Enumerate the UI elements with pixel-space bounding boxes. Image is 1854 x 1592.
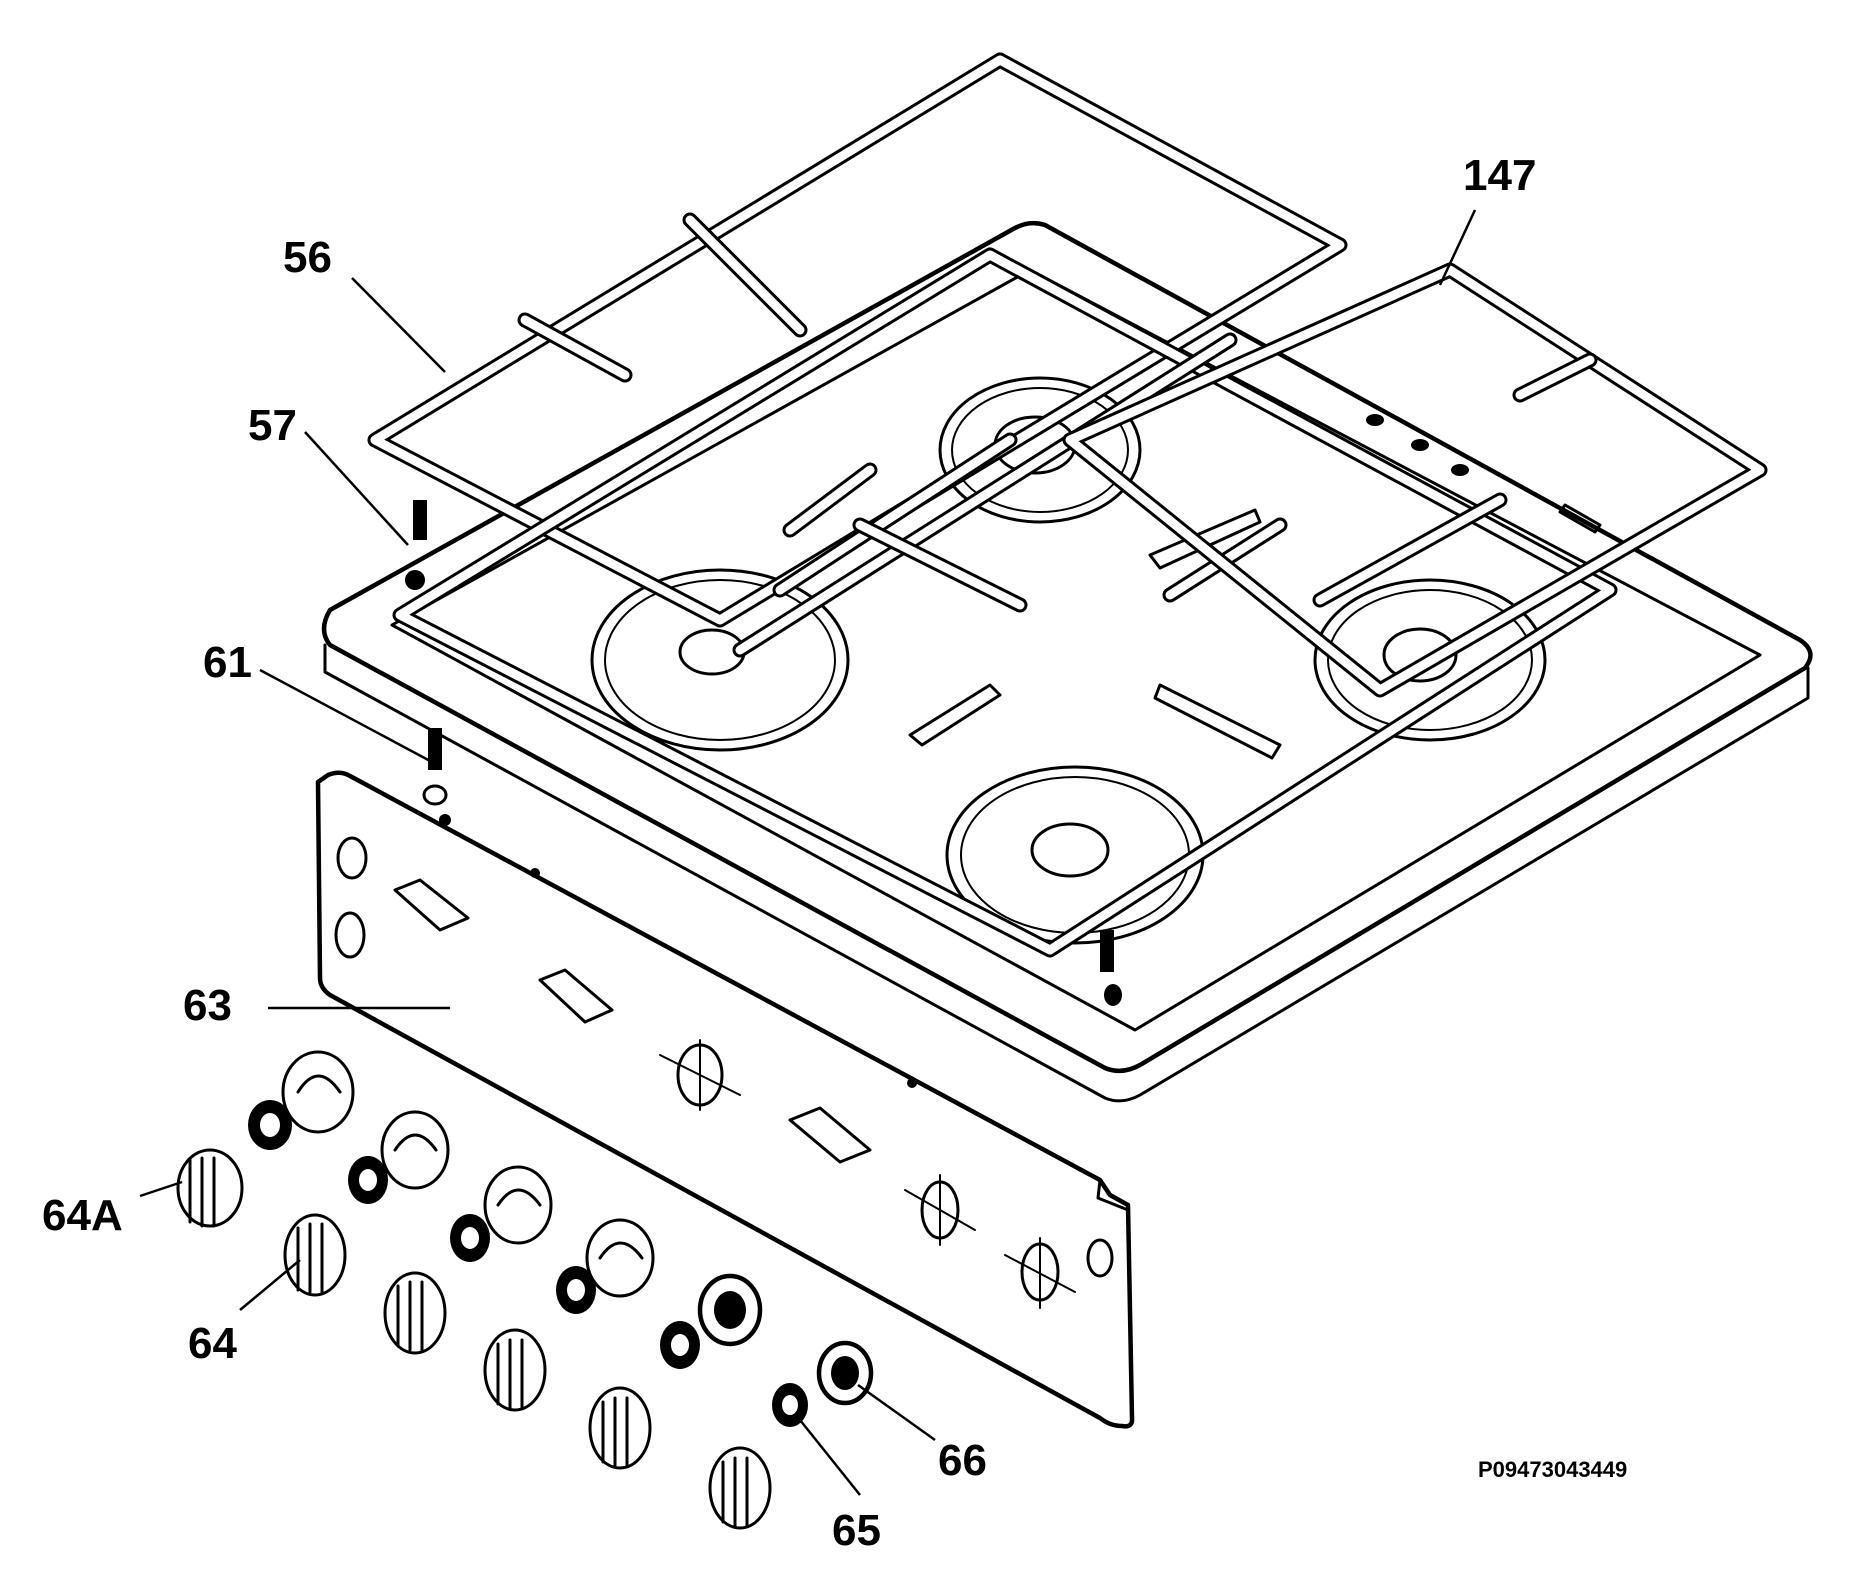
leader-lines — [139, 209, 1477, 1496]
knob-set — [176, 1050, 874, 1530]
knob-ring-65 — [772, 1383, 808, 1427]
panel-hole-1 — [659, 1039, 741, 1111]
label-64a: 64A — [42, 1191, 123, 1240]
burner-front-left — [590, 568, 850, 752]
label-66: 66 — [938, 1436, 987, 1485]
label-147: 147 — [1463, 151, 1536, 200]
knob-4 — [483, 1218, 655, 1412]
panel-hole-4 — [1086, 1238, 1114, 1278]
label-65: 65 — [832, 1506, 881, 1555]
knob-64 — [283, 1110, 450, 1297]
pan-support-right — [1062, 262, 1768, 698]
label-64: 64 — [188, 1319, 237, 1368]
panel-hole-2 — [904, 1174, 976, 1246]
pan-support-left — [367, 52, 1348, 628]
burner-right — [1313, 578, 1547, 742]
control-panel — [315, 770, 1135, 1429]
knob-insert-66 — [816, 1340, 874, 1406]
knob-5 — [588, 1273, 763, 1470]
part-code: P09473043449 — [1478, 1457, 1627, 1482]
knob-3 — [383, 1165, 553, 1355]
label-61: 61 — [203, 638, 252, 687]
label-56: 56 — [283, 233, 332, 282]
label-57: 57 — [248, 401, 297, 450]
knob-64a — [176, 1050, 355, 1228]
screw-61 — [422, 728, 448, 806]
label-63: 63 — [183, 981, 232, 1030]
knob-6 — [708, 1446, 772, 1530]
pan-support-centre — [392, 247, 1618, 958]
panel-hole-3 — [1004, 1237, 1076, 1309]
